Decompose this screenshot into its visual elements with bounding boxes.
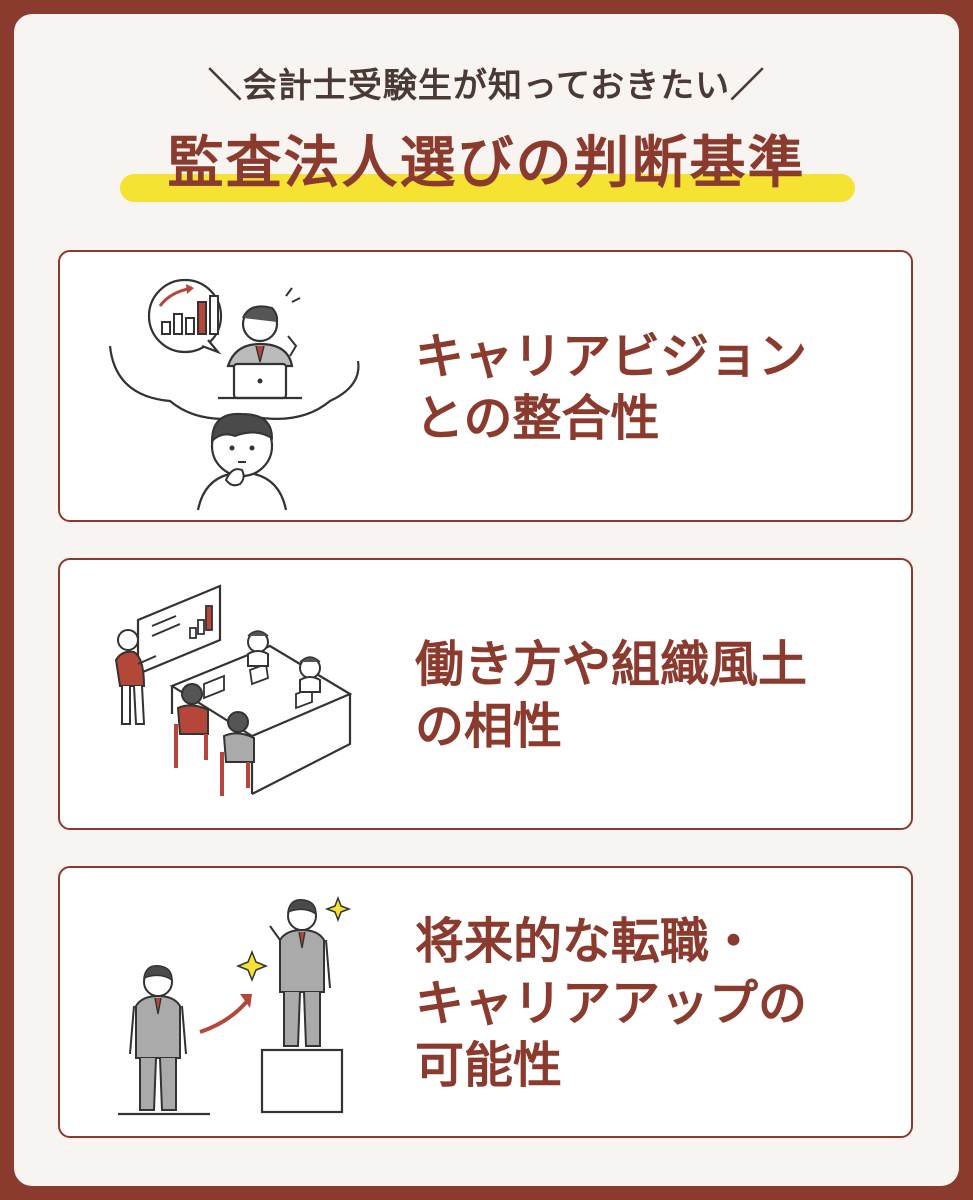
criteria-card-career-up: 将来的な転職・ キャリアアップの 可能性 bbox=[58, 866, 913, 1138]
criteria-text: キャリアビジョン との整合性 bbox=[415, 252, 895, 524]
title-block: 監査法人選びの判断基準 bbox=[0, 118, 973, 208]
criteria-line: キャリアアップの bbox=[415, 975, 808, 1032]
criteria-card-work-culture: 働き方や組織風土 の相性 bbox=[58, 558, 913, 830]
criteria-text: 将来的な転職・ キャリアアップの 可能性 bbox=[415, 868, 895, 1140]
criteria-card-career-vision: キャリアビジョン との整合性 bbox=[58, 250, 913, 522]
criteria-line: との整合性 bbox=[415, 390, 660, 447]
criteria-line: キャリアビジョン bbox=[415, 328, 808, 385]
office-meeting-icon bbox=[100, 574, 380, 818]
thinking-person-career-icon bbox=[100, 266, 380, 511]
criteria-line: の相性 bbox=[415, 698, 563, 755]
criteria-line: 将来的な転職・ bbox=[415, 913, 759, 970]
subtitle: ＼会計士受験生が知っておきたい／ bbox=[207, 66, 766, 106]
criteria-line: 可能性 bbox=[415, 1037, 563, 1094]
criteria-line: 働き方や組織風土 bbox=[415, 636, 808, 693]
title-highlight bbox=[120, 174, 855, 202]
criteria-text: 働き方や組織風土 の相性 bbox=[415, 560, 895, 832]
page-title: 監査法人選びの判断基準 bbox=[167, 131, 806, 196]
career-step-up-icon bbox=[100, 882, 380, 1126]
